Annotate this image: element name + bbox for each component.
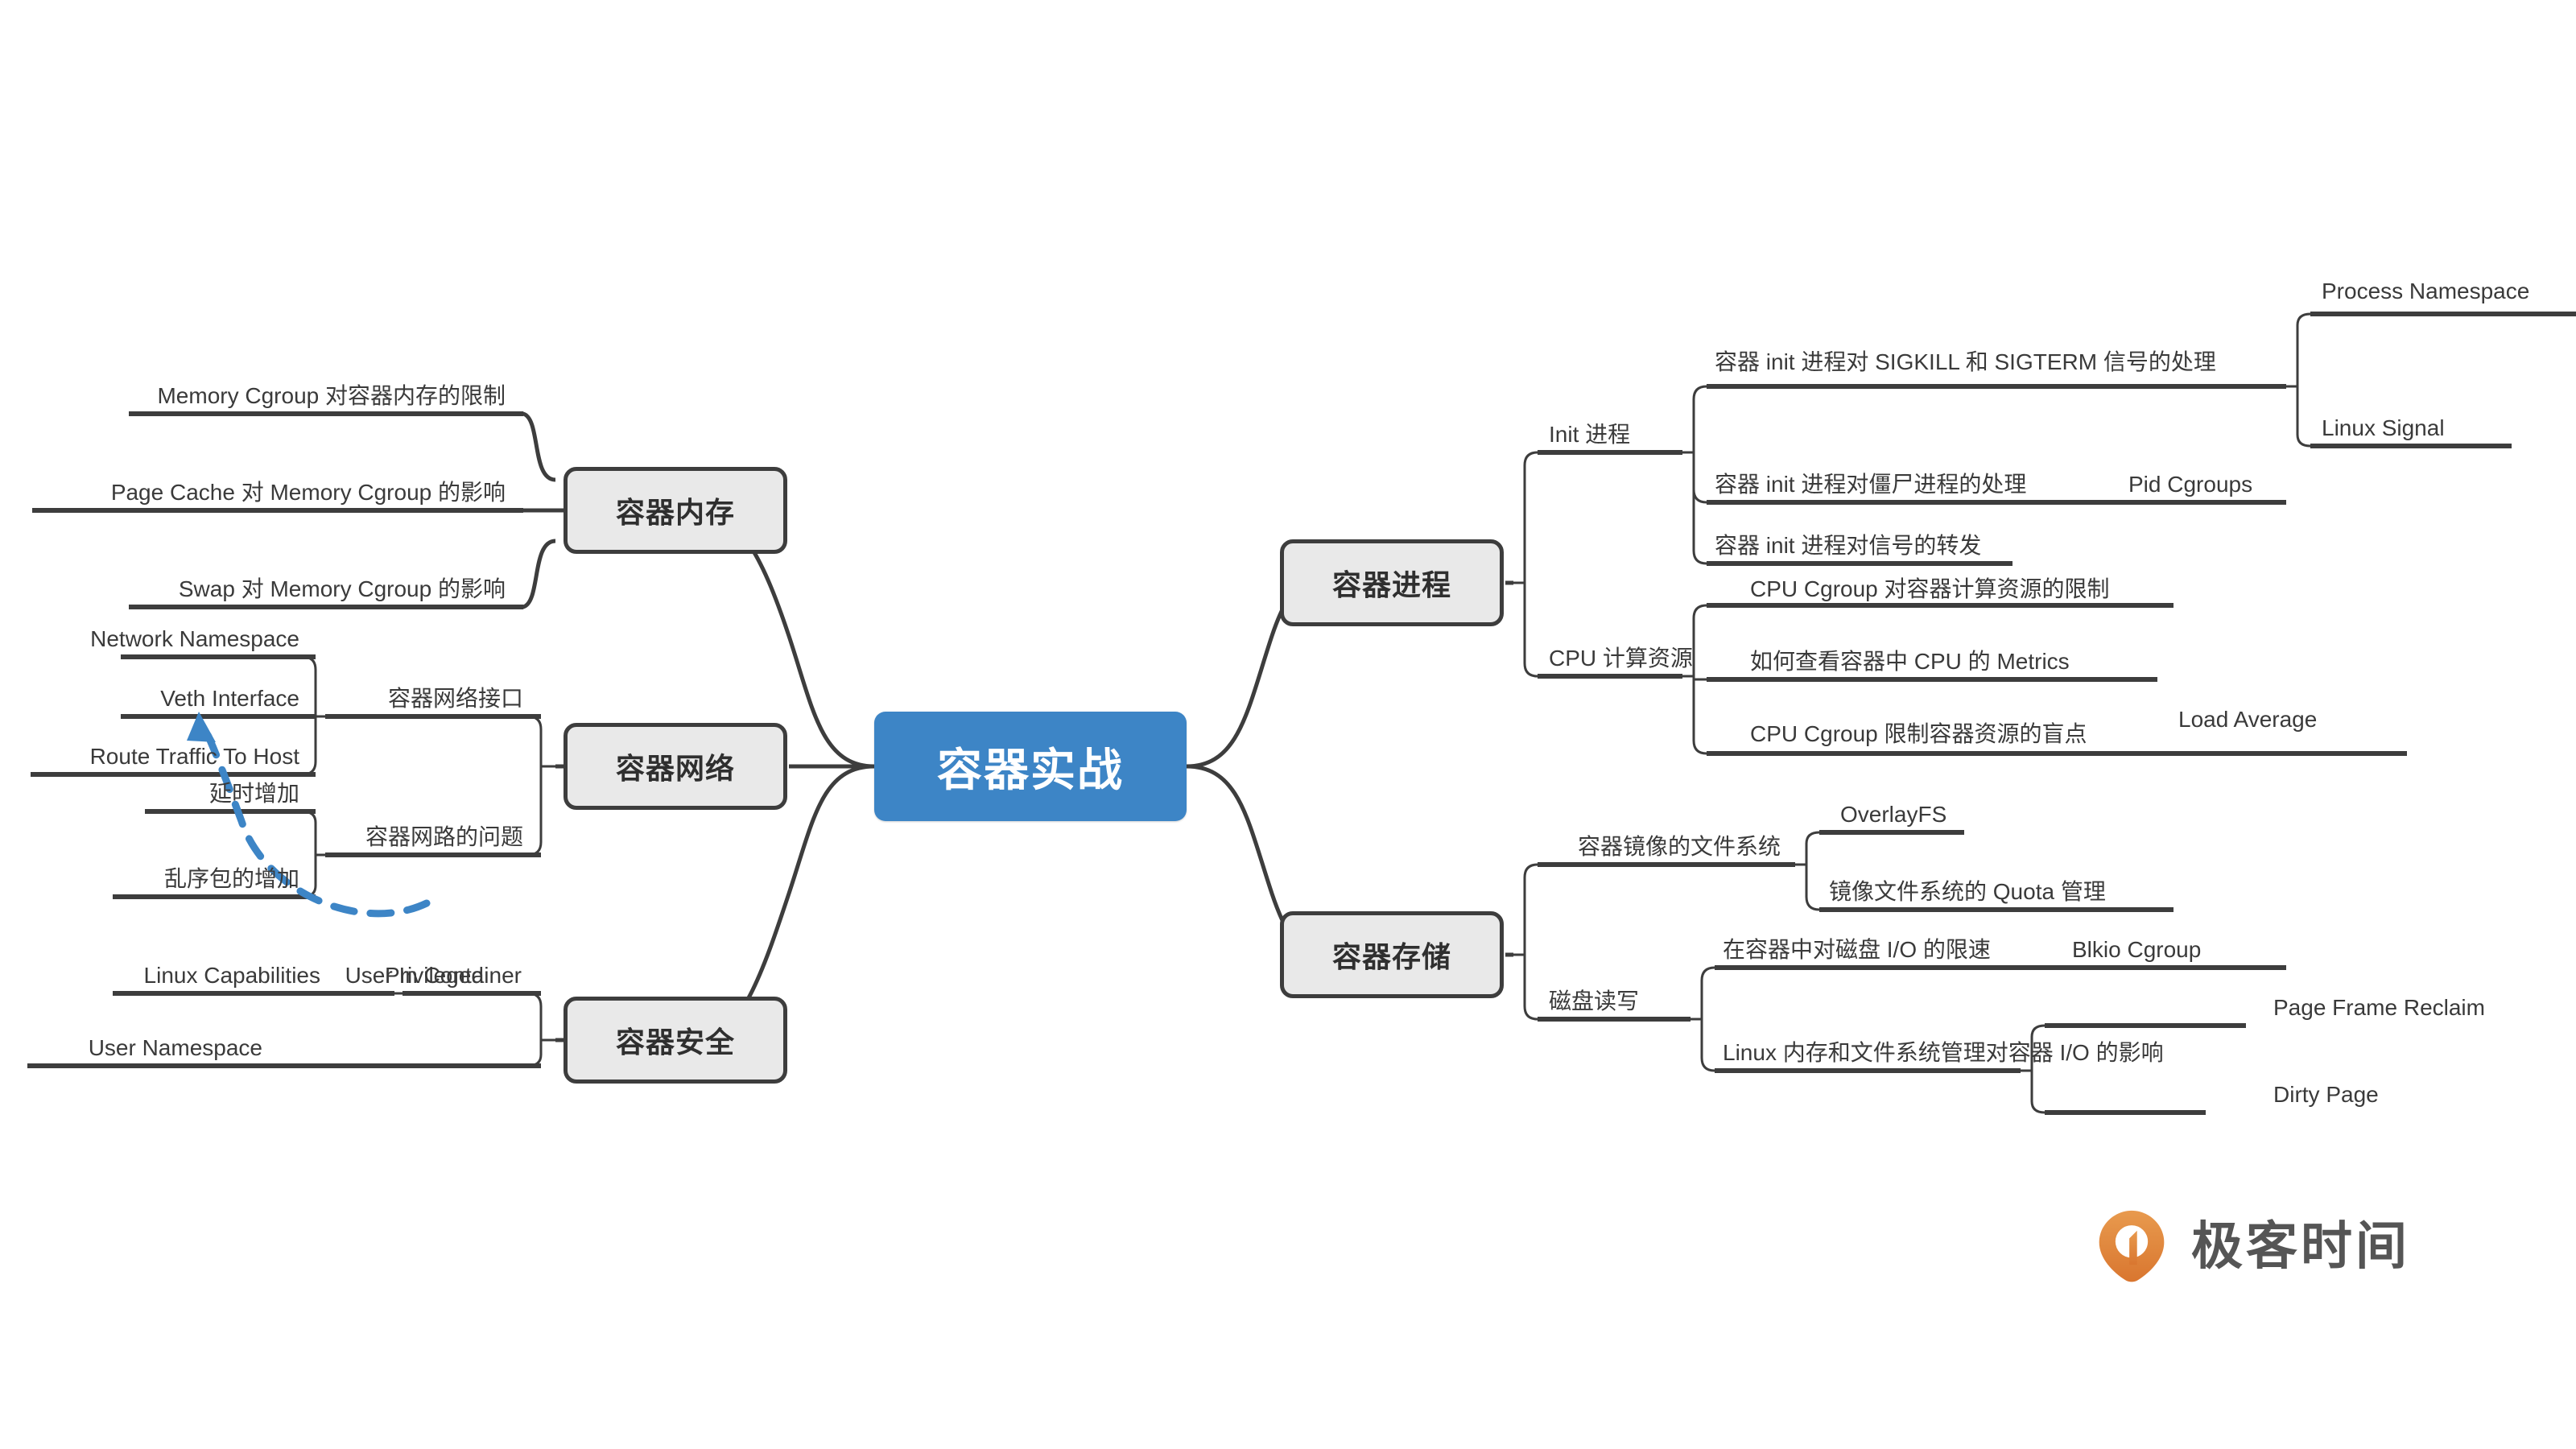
branch-label-memory: 容器内存 [615,496,735,529]
annotation-arrowhead [187,712,216,742]
leaf-privileged[interactable]: Privileged [385,963,484,988]
branch-label-storage: 容器存储 [1331,940,1451,973]
leaf-disk-io-throttle[interactable]: 在容器中对磁盘 I/O 的限速 [1723,937,1991,962]
leaf-veth-interface[interactable]: Veth Interface [160,686,299,711]
leaf-init-signal-forward[interactable]: 容器 init 进程对信号的转发 [1715,533,1982,558]
leaf-cpu-compute-resource[interactable]: CPU 计算资源 [1549,646,1693,671]
leaf-load-average[interactable]: Load Average [2178,707,2318,732]
leaf-cpu-metrics[interactable]: 如何查看容器中 CPU 的 Metrics [1750,649,2070,674]
leaf-init-process[interactable]: Init 进程 [1549,422,1631,447]
leaf-user-in-container[interactable]: User In Container [345,963,522,988]
leaf-user-namespace[interactable]: User Namespace [88,1035,262,1060]
geektime-logo-text: 极客时间 [2191,1217,2410,1275]
leaf-linux-mem-fs-io-impact[interactable]: Linux 内存和文件系统管理对容器 I/O 的影响 [1723,1040,2164,1065]
leaf-swap-effect[interactable]: Swap 对 Memory Cgroup 的影响 [178,576,506,601]
leaf-init-zombie-process[interactable]: 容器 init 进程对僵尸进程的处理 [1715,472,2027,497]
branch-node-memory[interactable]: 容器内存 [564,467,787,554]
leaf-out-of-order-packets[interactable]: 乱序包的增加 [163,866,299,891]
leaf-disk-read-write[interactable]: 磁盘读写 [1549,989,1640,1013]
branch-node-storage[interactable]: 容器存储 [1280,911,1504,998]
leaf-pid-cgroups[interactable]: Pid Cgroups [2128,472,2253,497]
root-node-label: 容器实战 [937,744,1124,795]
leaf-container-network-interface[interactable]: 容器网络接口 [387,686,523,711]
geektime-logo-icon [2093,1208,2170,1285]
leaf-image-fs-quota[interactable]: 镜像文件系统的 Quota 管理 [1829,879,2106,904]
geektime-logo: 极客时间 [2093,1208,2410,1285]
leaf-overlayfs[interactable]: OverlayFS [1840,802,1947,827]
leaf-init-sigkill-sigterm[interactable]: 容器 init 进程对 SIGKILL 和 SIGTERM 信号的处理 [1715,349,2216,374]
root-node[interactable]: 容器实战 [874,712,1187,821]
branch-node-network[interactable]: 容器网络 [564,723,787,810]
leaf-dirty-page[interactable]: Dirty Page [2273,1082,2379,1107]
leaf-container-network-problems[interactable]: 容器网路的问题 [365,824,523,849]
leaf-cpu-cgroup-blindspot[interactable]: CPU Cgroup 限制容器资源的盲点 [1750,721,2087,746]
leaf-linux-signal[interactable]: Linux Signal [2322,415,2445,440]
branch-node-process[interactable]: 容器进程 [1280,539,1504,626]
leaf-image-filesystem[interactable]: 容器镜像的文件系统 [1577,834,1781,859]
branch-label-process: 容器进程 [1331,568,1451,601]
leaf-cpu-cgroup-limit[interactable]: CPU Cgroup 对容器计算资源的限制 [1750,576,2110,601]
branch-node-security[interactable]: 容器安全 [564,997,787,1084]
leaf-linux-capabilities[interactable]: Linux Capabilities [143,963,320,988]
leaf-network-namespace[interactable]: Network Namespace [90,626,299,651]
leaf-page-cache-effect[interactable]: Page Cache 对 Memory Cgroup 的影响 [110,480,506,505]
leaf-page-frame-reclaim[interactable]: Page Frame Reclaim [2273,995,2485,1020]
leaf-route-traffic-to-host[interactable]: Route Traffic To Host [89,744,299,769]
leaf-blkio-cgroup[interactable]: Blkio Cgroup [2072,937,2202,962]
leaf-process-namespace[interactable]: Process Namespace [2322,279,2530,303]
leaf-latency-increase[interactable]: 延时增加 [208,781,299,806]
leaf-memory-cgroup-limit[interactable]: Memory Cgroup 对容器内存的限制 [157,383,506,408]
branch-label-security: 容器安全 [615,1026,735,1059]
branch-label-network: 容器网络 [615,752,735,785]
